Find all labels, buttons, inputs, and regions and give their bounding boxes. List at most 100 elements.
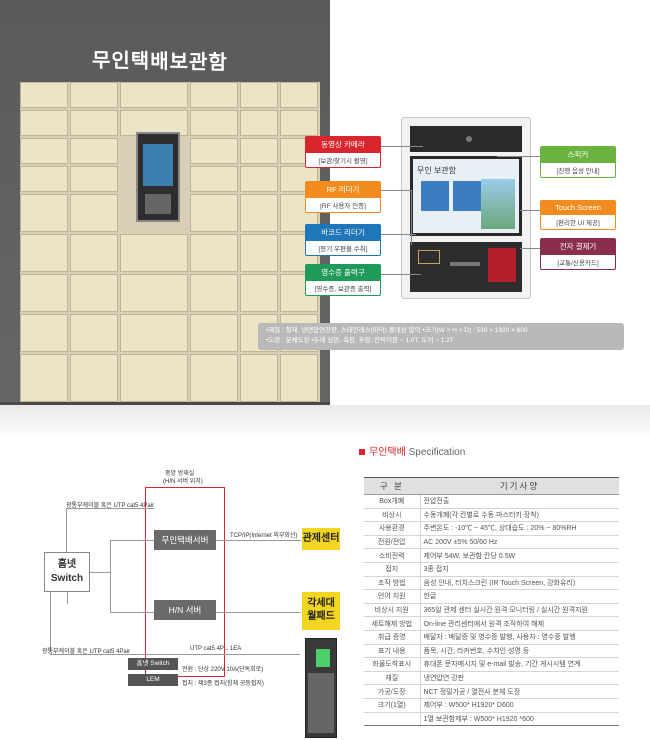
spec-key: 재질 <box>364 671 421 686</box>
spec-key: 비상시 <box>364 508 421 523</box>
callout-speaker: 스피커 [진행 음성 안내] <box>540 146 616 178</box>
locker-door <box>120 82 188 108</box>
spec-key: 전원/전압 <box>364 535 421 550</box>
spec-key <box>364 712 421 727</box>
receipt-slot <box>450 262 480 266</box>
locker-door <box>20 234 68 272</box>
center-room-sub: (H/N 서버 위치) <box>163 479 203 485</box>
tcp-label: TCP/IP(Internet 외부회선) <box>230 533 298 539</box>
locker-door <box>240 166 278 192</box>
spec-value: AC 200V ±5% 50/60 Hz <box>420 535 619 550</box>
spec-key: 화물도착표시 <box>364 657 421 672</box>
spec-value: 주변온도 : -10℃ ~ 45℃, 상대습도 : 20% ~ 80%RH <box>420 521 619 536</box>
network-diagram: 중앙 방재실 (H/N 서버 위치) 광통부케이블 혹은 UTP cat5 4P… <box>40 460 340 740</box>
spec-key: 소비전력 <box>364 548 421 563</box>
locker-door <box>70 110 118 136</box>
floor <box>0 405 650 440</box>
callout-rf: RF 리더기 [RF 사용자 인증] <box>305 181 381 213</box>
locker-door <box>120 314 188 352</box>
spec-col-key: 구 분 <box>364 477 420 495</box>
spec-value: 품목, 시간, 라커번호, 수치인 성명 등 <box>420 644 619 659</box>
locker-door <box>190 314 238 352</box>
locker-door <box>280 82 318 108</box>
spec-key: Box개폐 <box>364 494 421 509</box>
spec-key: 가공/도장 <box>364 684 421 699</box>
utp-right-label: UTP cat5 4P→1EA <box>190 646 242 652</box>
locker-cabinet: 무인택배보관함 <box>0 0 330 420</box>
locker-door <box>240 274 278 312</box>
spec-key: 세트해제 방법 <box>364 616 421 631</box>
kiosk-machine: 무인 보관함 <box>401 117 531 299</box>
locker-illustration: 무인택배보관함 무인 보관함 동영상 카메라 [보관/찾기시 촬영] RF 리더… <box>0 0 650 440</box>
locker-door <box>120 354 188 402</box>
spec-key: 조작 방법 <box>364 576 421 591</box>
spec-value: 전압전출 <box>420 494 619 509</box>
locker-door <box>20 274 68 312</box>
locker-door <box>190 274 238 312</box>
locker-title: 무인택배보관함 <box>92 49 228 75</box>
utp-bottom-label: 광통부케이블 혹은 UTP cat5 4Pair <box>42 649 131 655</box>
spec-value: NCT 정밀가공 / 열전사 분체 도장 <box>420 684 619 699</box>
locker-door <box>240 138 278 164</box>
locker-door <box>240 110 278 136</box>
locker-door <box>120 110 188 136</box>
locker-door <box>190 110 238 136</box>
rf-reader-icon <box>418 250 440 264</box>
locker-door <box>240 234 278 272</box>
card-terminal-icon <box>488 248 516 282</box>
locker-door <box>280 354 318 402</box>
screen-title: 무인 보관함 <box>417 166 457 175</box>
locker-door <box>70 274 118 312</box>
locker-door <box>120 274 188 312</box>
kiosk-lower-panel <box>410 242 522 292</box>
locker-door <box>240 82 278 108</box>
spec-key: 크기(1열) <box>364 698 421 713</box>
locker-door <box>190 194 238 232</box>
spec-value: 1열 보관함제부 : W500* H1920 *600 <box>420 712 619 727</box>
locker-door <box>70 82 118 108</box>
callout-receipt: 영수증 출력구 [영수증, 보관증 출력] <box>305 264 381 296</box>
camera-bar <box>410 126 522 152</box>
material-spec-line2: •도장 : 분체도장 •두께 상판, 측판, 후판, 칸막이판 ~ 1.0T, … <box>266 337 454 344</box>
callout-barcode: 바코드 리더기 [등기 우편물 수취] <box>305 224 381 256</box>
locker-door <box>240 194 278 232</box>
spec-value: 365일 관제 센터 실시간 원격 모니터링 / 실시간 원격지원 <box>420 603 619 618</box>
center-room-frame <box>145 487 225 677</box>
spec-row: 1열 보관함제부 : W500* H1920 *600 <box>364 712 619 727</box>
homenet-switch: 홈넷 Switch <box>128 658 178 670</box>
spec-value: On-line 관리센터에서 원격 조작하여 해제 <box>420 616 619 631</box>
spec-key: 접지 <box>364 562 421 577</box>
locker-door <box>20 166 68 192</box>
locker-door <box>20 194 68 232</box>
locker-door <box>280 110 318 136</box>
material-spec-line1: •재질 : 철재, 냉연압연강판, 스테인레스(바닥) 폴데상 합의 •크기(W… <box>266 327 528 334</box>
spec-value: 3종 접지 <box>420 562 619 577</box>
center-room-label: 중앙 방재실 <box>165 471 195 477</box>
locker-door <box>70 354 118 402</box>
spec-value: 휴대폰 문자메시지 및 e-mail 발송, 기간 게시시템 연계 <box>420 657 619 672</box>
control-center: 관제센터 <box>302 528 340 550</box>
locker-door <box>190 166 238 192</box>
locker-door <box>70 194 118 232</box>
spec-value: 배달자 : 배달증 및 영수증 발행, 사용자 : 영수증 발행 <box>420 630 619 645</box>
spec-key: 사용환경 <box>364 521 421 536</box>
parcel-server: 무인택배서버 <box>154 530 216 550</box>
spec-key: 언어 지원 <box>364 589 421 604</box>
locker-door <box>20 82 68 108</box>
locker-door <box>20 138 68 164</box>
hn-server: H/N 서버 <box>154 600 216 620</box>
locker-door <box>190 354 238 402</box>
callout-camera: 동영상 카메라 [보관/찾기시 촬영] <box>305 136 381 168</box>
